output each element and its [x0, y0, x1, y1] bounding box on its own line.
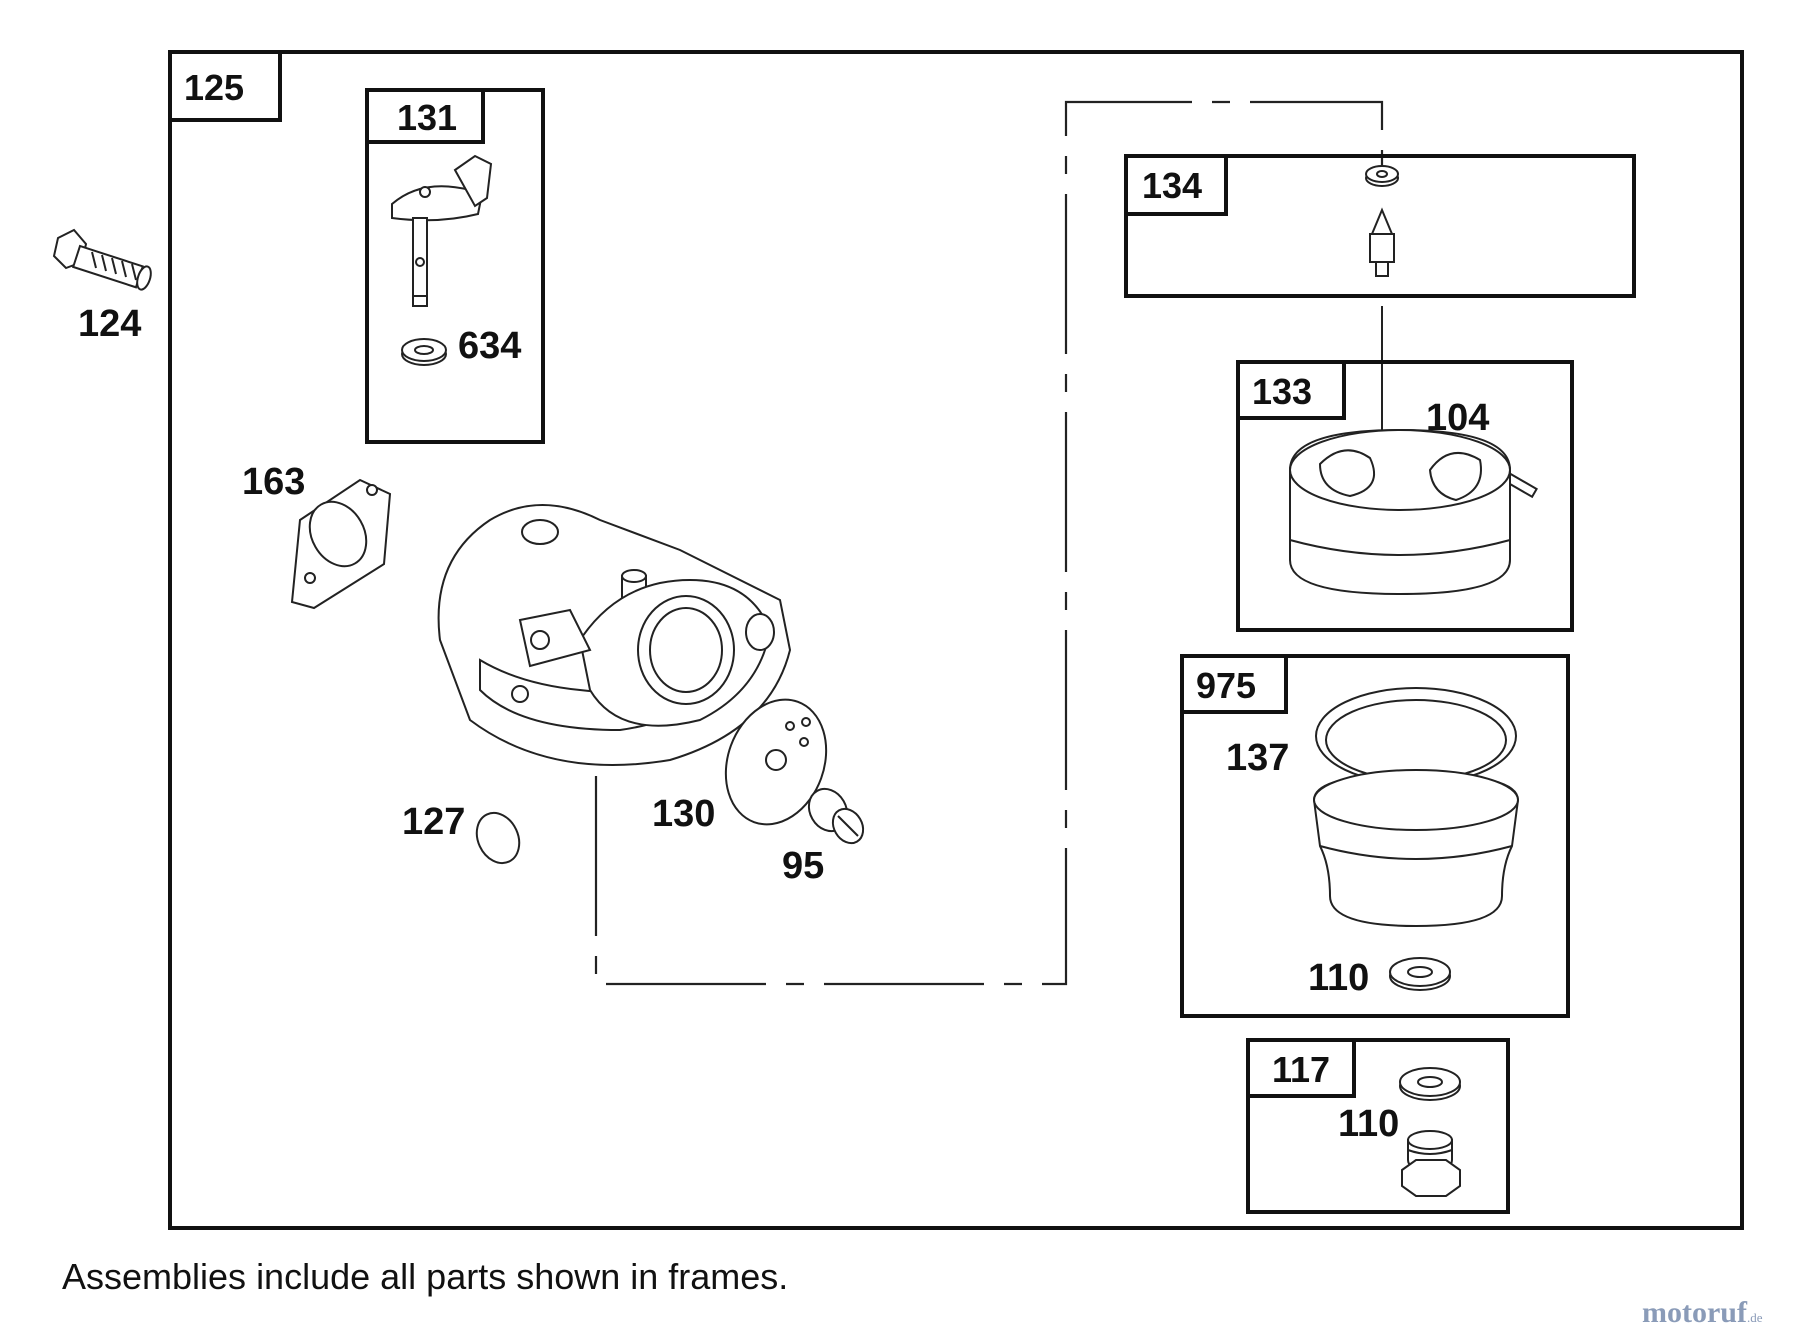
frame-125-label: 125	[184, 67, 244, 108]
float-bowl-975-icon	[1312, 769, 1520, 928]
needle-seat-icon	[1365, 165, 1399, 187]
frame-133-label: 133	[1252, 371, 1312, 412]
inlet-needle-icon	[1369, 207, 1395, 277]
frame-134	[1124, 154, 1636, 298]
frame-125-tag	[168, 50, 282, 122]
carburetor-body-icon	[437, 504, 792, 766]
screw-95-icon	[807, 787, 865, 845]
part-634-label: 634	[458, 325, 521, 367]
float-133-icon	[1289, 428, 1511, 596]
watermark: motoruf.de	[1642, 1296, 1763, 1330]
frame-134-label: 134	[1142, 165, 1202, 206]
throttle-shaft-icon	[391, 154, 493, 307]
part-127-label: 127	[402, 801, 465, 843]
part-110-label-nut: 110	[1338, 1103, 1399, 1145]
frame-117-label: 117	[1272, 1049, 1330, 1090]
frame-117-tag	[1246, 1038, 1356, 1098]
frame-134-tag	[1124, 154, 1228, 216]
plate-130-icon	[724, 698, 828, 826]
part-95-label: 95	[782, 845, 824, 887]
frame-975	[1180, 654, 1570, 1018]
part-163-label: 163	[242, 461, 305, 503]
washer-110-icon	[1389, 957, 1451, 991]
frame-125	[168, 50, 1744, 1230]
watermark-tld: .de	[1746, 1310, 1763, 1325]
part-130-label: 130	[652, 793, 715, 835]
frame-975-tag	[1180, 654, 1288, 714]
assemblies-caption: Assemblies include all parts shown in fr…	[62, 1256, 789, 1297]
frame-117	[1246, 1038, 1510, 1214]
frame-131-label: 131	[397, 97, 457, 138]
welch-plug-127-icon	[475, 811, 521, 865]
seal-634-icon	[401, 338, 447, 366]
frame-975-label: 975	[1196, 665, 1256, 706]
watermark-name: motoruf	[1642, 1296, 1747, 1329]
frame-131-tag	[365, 88, 485, 144]
part-124-label: 124	[78, 303, 141, 345]
washer-110-nut-icon	[1399, 1067, 1461, 1101]
frame-133	[1236, 360, 1574, 632]
connector-line	[594, 100, 1384, 986]
frame-133-tag	[1236, 360, 1346, 420]
part-110-label-bowl: 110	[1308, 957, 1369, 999]
bowl-gasket-137-icon	[1315, 687, 1517, 785]
gasket-163-icon	[290, 478, 392, 610]
part-137-label: 137	[1226, 737, 1289, 779]
bowl-nut-117-icon	[1401, 1130, 1461, 1197]
bolt-124-icon	[52, 228, 152, 291]
